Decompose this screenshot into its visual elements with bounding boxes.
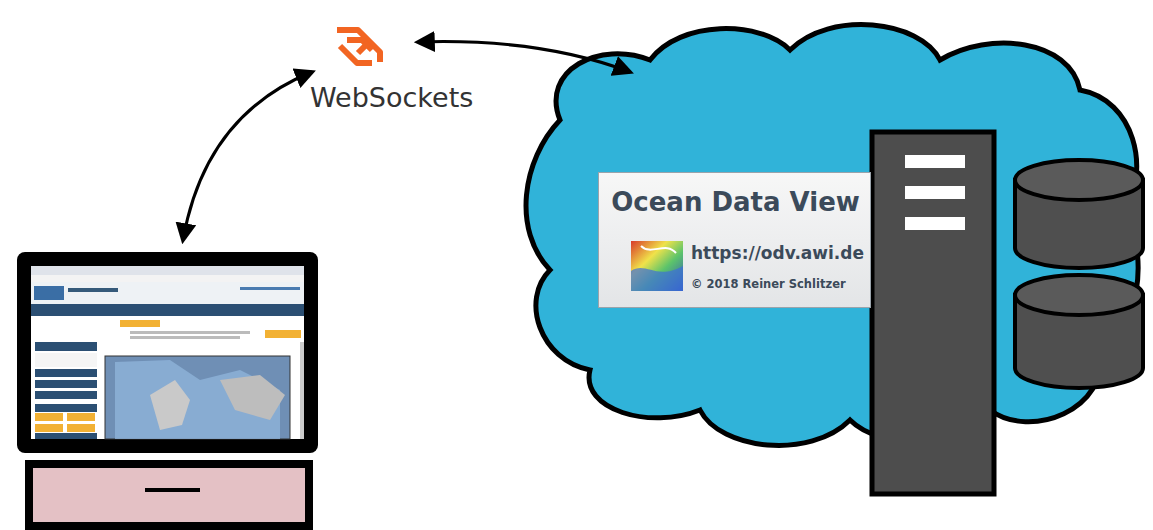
thumbnail-image [631,241,683,291]
bidirectional-arrow [183,72,312,240]
database [1015,160,1143,388]
computer [17,252,318,453]
server [872,132,994,494]
app-title: Ocean Data View [611,187,860,217]
protocol-label: WebSockets [310,82,473,113]
bidirectional-arrow [418,42,630,72]
copyright-text: © 2018 Reiner Schlitzer [691,277,846,291]
websockets-icon [337,30,380,63]
url-text: https://odv.awi.de [691,243,864,263]
app-splash-box: Ocean Data View https://odv.awi.de © 2018 … [598,172,871,308]
keyboard [29,464,309,526]
